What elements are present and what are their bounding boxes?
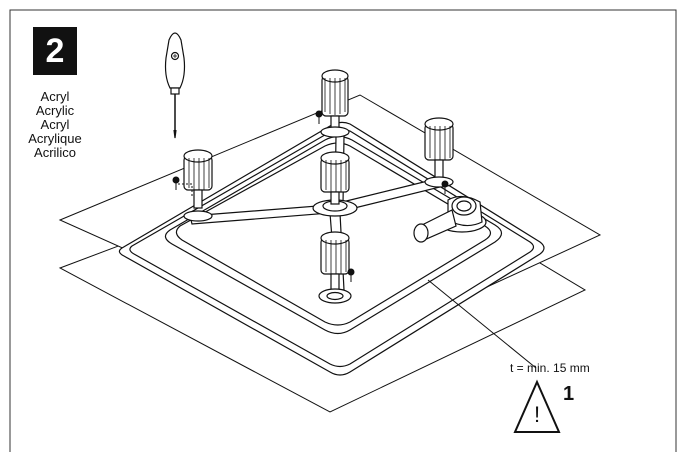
leveling-foot-center bbox=[320, 151, 350, 205]
panel-border bbox=[9, 9, 677, 452]
leveling-foot-right bbox=[424, 117, 454, 188]
warning-reference-number: 1 bbox=[563, 383, 575, 405]
material-label: Acrilico bbox=[34, 145, 76, 160]
warning-exclamation: ! bbox=[533, 402, 541, 427]
screw-icon bbox=[172, 110, 449, 282]
material-label: Acryl bbox=[40, 89, 70, 104]
leveling-foot-left bbox=[183, 149, 213, 222]
material-label: Acrylique bbox=[28, 131, 82, 146]
leveling-foot-front bbox=[318, 231, 352, 304]
material-labels: Acryl Acrylic Acryl Acrylique Acrilico bbox=[10, 90, 100, 160]
material-label: Acrylic bbox=[35, 103, 75, 118]
step-number-badge: 2 bbox=[33, 27, 77, 75]
material-label: Acryl bbox=[40, 117, 70, 132]
drain-fitting bbox=[413, 195, 487, 243]
leveling-foot-back bbox=[320, 69, 350, 138]
screwdriver-icon bbox=[164, 32, 186, 139]
warning-triangle-icon bbox=[513, 379, 561, 433]
dimension-leader bbox=[427, 279, 537, 369]
thickness-label: t = min. 15 mm bbox=[510, 361, 590, 375]
